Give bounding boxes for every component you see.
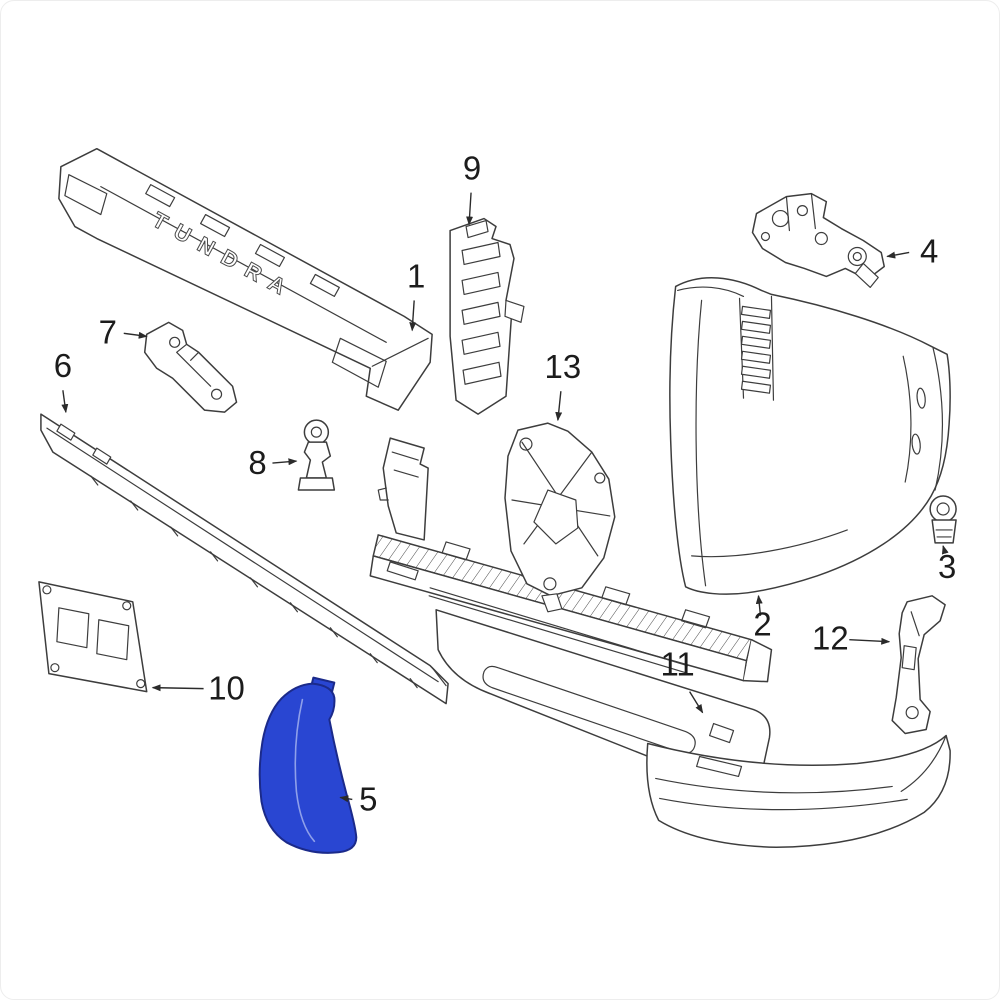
callout-5: 5	[339, 780, 377, 817]
part-9-details	[461, 219, 525, 385]
part-5-outline	[258, 682, 358, 854]
part-10-outline	[38, 581, 148, 693]
callout-3: 3	[938, 544, 956, 585]
part-4-details	[760, 193, 879, 289]
callout-2-label: 2	[753, 606, 771, 643]
part-3-clip	[929, 495, 957, 544]
callout-12-leader	[849, 637, 891, 645]
part-5-end-cap-highlighted	[258, 676, 358, 854]
part-8-body	[303, 441, 332, 479]
part-8-bracket	[297, 419, 336, 491]
callout-11: 11	[661, 646, 704, 714]
part-11-step-details	[655, 734, 947, 811]
callout-10: 10	[151, 670, 245, 707]
callout-8: 8	[248, 444, 298, 481]
callout-5-leader	[339, 795, 353, 803]
callout-10-leader	[151, 684, 204, 692]
part-2-bumper-cover	[669, 277, 951, 595]
part-2-details	[677, 286, 943, 587]
callouts: 1 2 3 4 5 6 7 8	[54, 150, 957, 818]
part-8-ring	[303, 419, 330, 445]
part-4-bracket	[751, 192, 885, 289]
callout-11-label: 11	[661, 646, 695, 683]
callout-2-leader	[755, 594, 763, 616]
callout-13-leader	[555, 391, 563, 422]
callout-10-label: 10	[208, 670, 245, 707]
part-10-details	[42, 585, 146, 689]
part-7-bracket	[143, 321, 238, 413]
callout-12: 12	[812, 620, 891, 657]
callout-4-label: 4	[920, 232, 938, 269]
callout-11-leader	[689, 691, 704, 714]
callout-8-leader	[272, 458, 298, 466]
callout-9-leader	[466, 192, 474, 226]
part-10-license-bracket	[38, 581, 148, 693]
part-9-support	[449, 217, 525, 415]
part-11-beam-details	[386, 561, 773, 683]
callout-8-label: 8	[248, 444, 266, 481]
callout-3-leader	[941, 544, 949, 555]
part-3-ring	[929, 495, 957, 523]
part-11-lower-valance	[369, 437, 951, 849]
part-12-details	[901, 611, 920, 720]
part-6-trim-strip	[40, 413, 449, 705]
part-7-details	[169, 336, 223, 400]
callout-2: 2	[753, 594, 772, 643]
part-1-details	[64, 174, 429, 388]
part-13-bracket	[504, 422, 616, 613]
callout-9-label: 9	[463, 150, 481, 187]
part-6-outline	[40, 413, 449, 705]
part-12-outline	[891, 595, 946, 735]
callout-6-leader	[61, 390, 69, 414]
part-7-outline	[143, 321, 238, 413]
callout-9: 9	[463, 150, 481, 226]
callout-3-label: 3	[938, 548, 956, 585]
part-11-upper-bracket	[382, 437, 429, 541]
callout-1: 1	[407, 257, 425, 332]
callout-1-label: 1	[407, 257, 425, 294]
callout-5-label: 5	[359, 780, 377, 817]
part-12-bracket	[891, 595, 946, 735]
part-2-outline	[669, 277, 951, 595]
part-11-bracket-details	[377, 451, 419, 501]
callout-13: 13	[545, 348, 582, 422]
part-13-details	[511, 437, 611, 613]
part-1-grille-bar: TUNDRA	[58, 147, 433, 411]
callout-7: 7	[99, 313, 148, 350]
callout-13-label: 13	[545, 348, 582, 385]
callout-6-label: 6	[54, 347, 72, 384]
callout-6: 6	[54, 347, 72, 414]
callout-4-leader	[886, 251, 910, 259]
callout-4: 4	[886, 232, 938, 269]
callout-7-label: 7	[99, 313, 117, 350]
part-3-body	[931, 519, 957, 544]
callout-7-leader	[123, 331, 148, 339]
part-5-crease	[294, 698, 316, 843]
callout-1-leader	[409, 300, 417, 332]
part-6-details	[46, 423, 447, 689]
callout-12-label: 12	[812, 620, 849, 657]
